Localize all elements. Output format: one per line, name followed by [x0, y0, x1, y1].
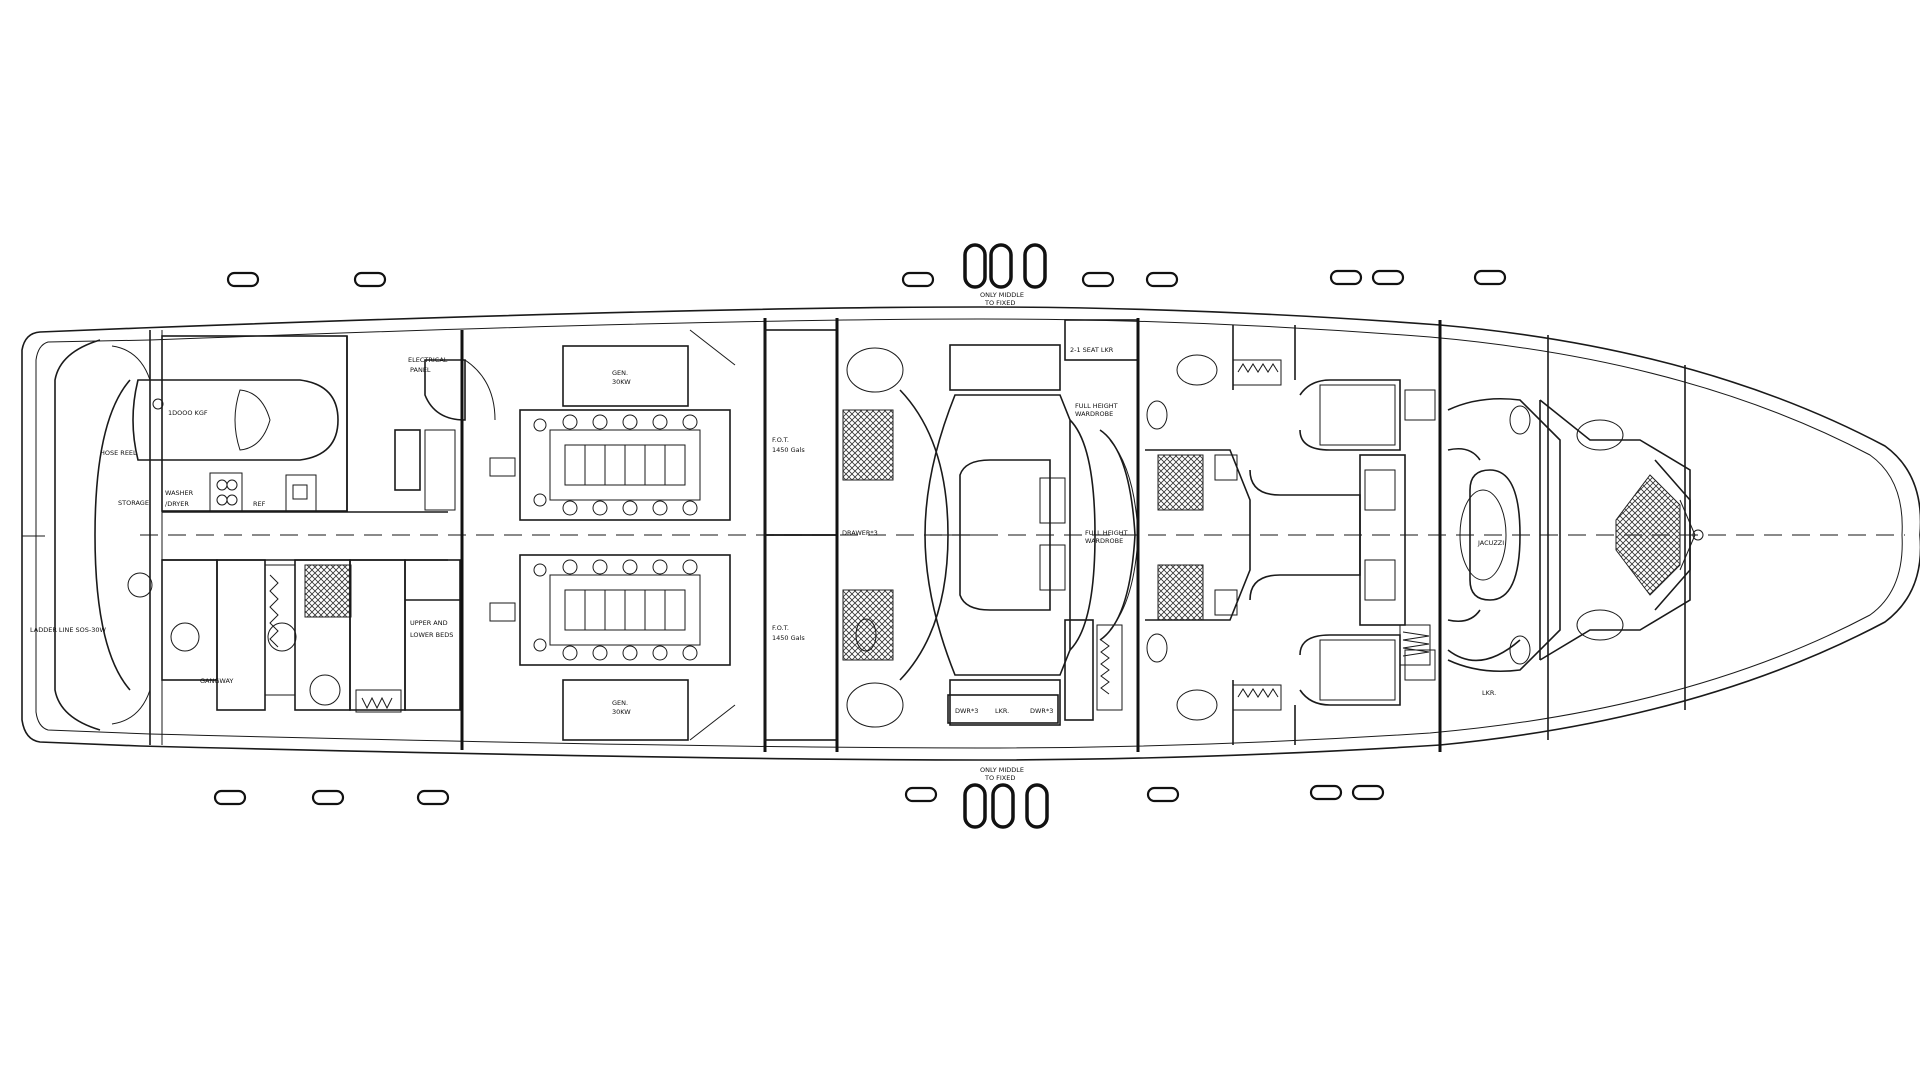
full-height-label-4: WARDROBE	[1085, 537, 1123, 545]
porthole	[226, 271, 260, 288]
porthole	[1473, 269, 1507, 286]
engine-port	[519, 409, 731, 521]
porthole	[1146, 786, 1180, 803]
bunks-label-1: UPPER AND	[410, 619, 448, 627]
stern-area	[54, 330, 163, 745]
porthole	[353, 271, 387, 288]
porthole-large	[1023, 243, 1047, 289]
gen-bot-label-1: GEN.	[612, 699, 628, 707]
porthole	[901, 271, 935, 288]
ref-label: REF	[253, 500, 266, 508]
porthole-large	[991, 783, 1015, 829]
porthole	[416, 789, 450, 806]
ladder-label: LADDER LINE SOS-30W	[30, 626, 106, 634]
forward-cabin: JACUZZI LKR.	[1447, 335, 1704, 740]
middle-bot-label-2: TO FIXED	[984, 774, 1015, 782]
middle-top-label-1: ONLY MIDDLE	[980, 291, 1024, 299]
jacuzzi-label: JACUZZI	[1477, 539, 1504, 547]
gen-top-label-2: 30KW	[612, 378, 631, 386]
full-height-label-1: FULL HEIGHT	[1075, 402, 1118, 410]
tender-garage: 1DOOO KGF HOSE REEL STORAGE WASHER /DRYE…	[100, 335, 348, 512]
master-bed	[959, 459, 1051, 611]
porthole	[1309, 784, 1343, 801]
middle-top-label-2: TO FIXED	[984, 299, 1015, 307]
middle-notes: ONLY MIDDLE TO FIXED ONLY MIDDLE TO FIXE…	[980, 291, 1024, 782]
fot-top-label-2: 1450 Gals	[772, 446, 805, 454]
fot-top-label-1: F.O.T.	[772, 436, 789, 444]
gen-top-label-1: GEN.	[612, 369, 628, 377]
porthole-large	[963, 243, 987, 289]
porthole-large	[989, 243, 1013, 289]
electrical-label-2: PANEL	[410, 366, 431, 374]
gen-bot-label-2: 30KW	[612, 708, 631, 716]
full-height-label-3: FULL HEIGHT	[1085, 529, 1128, 537]
porthole	[213, 789, 247, 806]
fot-bot-label-2: 1450 Gals	[772, 634, 805, 642]
porthole	[1329, 269, 1363, 286]
porthole	[311, 789, 345, 806]
tender-boat	[132, 379, 339, 461]
portholes-top	[226, 243, 1507, 289]
electrical-area: ELECTRICAL PANEL	[394, 330, 496, 750]
crew-area: GANGWAY LADDER LINE SOS-30W UPPER AND LO…	[30, 336, 461, 713]
engine-starboard	[519, 554, 731, 666]
middle-bot-label-1: ONLY MIDDLE	[980, 766, 1024, 774]
fuel-tanks: F.O.T. 1450 Gals F.O.T. 1450 Gals	[764, 318, 839, 752]
full-height-label-2: WARDROBE	[1075, 410, 1113, 418]
porthole-large	[963, 783, 987, 829]
tender-label: 1DOOO KGF	[168, 409, 208, 417]
guest-cabins-aft: DRAWER*3 DWR*3 LKR. DWR*3 2-1 SEAT LKR F…	[842, 318, 1140, 752]
porthole	[1371, 269, 1405, 286]
lkr-fwd-label: LKR.	[1482, 689, 1496, 697]
storage-label: STORAGE	[118, 499, 149, 507]
hose-reel-label: HOSE REEL	[100, 449, 137, 457]
porthole	[1351, 784, 1385, 801]
porthole-large	[1025, 783, 1049, 829]
fot-bot-label-1: F.O.T.	[772, 624, 789, 632]
drawer-label: DRAWER*3	[842, 529, 878, 537]
gangway-label: GANGWAY	[200, 677, 233, 685]
dryer-label: /DRYER	[165, 500, 189, 508]
portholes-bottom	[213, 783, 1385, 829]
dwr-label-1: DWR*3	[955, 707, 978, 715]
lkr-label: LKR.	[995, 707, 1009, 715]
porthole	[904, 786, 938, 803]
jacuzzi	[1469, 469, 1521, 601]
bunks-label-2: LOWER BEDS	[410, 631, 453, 639]
porthole	[1081, 271, 1115, 288]
guest-cabins-mid	[1145, 320, 1442, 752]
dwr-label-2: DWR*3	[1030, 707, 1053, 715]
porthole	[1145, 271, 1179, 288]
bed-twin-label: 2-1 SEAT LKR	[1070, 346, 1114, 354]
hull-outline	[21, 306, 1920, 761]
washer-label: WASHER	[165, 489, 194, 497]
